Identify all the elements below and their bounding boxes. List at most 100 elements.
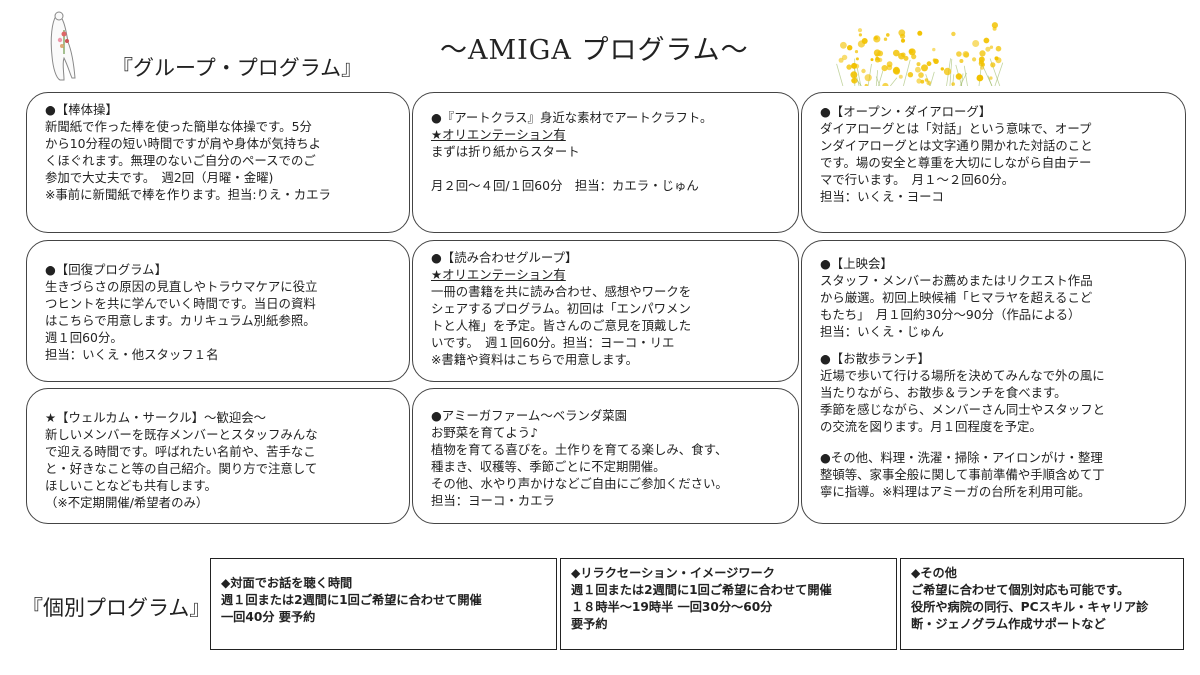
flower-dot [898, 52, 905, 60]
flower-dot [850, 71, 858, 79]
flower-dot [858, 33, 862, 37]
card-heading: ●【上映会】 [820, 256, 893, 271]
flower-dot [881, 65, 888, 72]
flower-dot [917, 30, 923, 36]
flower-stem [994, 62, 1004, 86]
flower-stem [929, 71, 935, 86]
flower-stem [889, 77, 898, 86]
individual-program-label: 『個別プログラム』 [22, 596, 211, 620]
flower-dot [994, 56, 999, 61]
card-joei-sanpo: ●【上映会】 スタッフ・メンバーお薦めまたはリクエスト作品 から厳選。初回上映候… [801, 240, 1186, 524]
flower-dot [877, 50, 884, 57]
card-body-other: ●その他、料理・洗濯・掃除・アイロンがけ・整理 整頓等、家事全般に関して事前準備… [820, 450, 1105, 499]
card-body: まずは折り紙からスタート 月２回～４回/１回60分 担当：カエラ・じゅん [431, 144, 699, 193]
flower-dot [861, 68, 866, 74]
flower-dot [959, 59, 964, 63]
flower-dot [854, 50, 859, 54]
card-heading: ●【オープン・ダイアローグ】 [820, 104, 992, 119]
card-bou-taiso: ●【棒体操】 新聞紙で作った棒を使った簡単な体操です。5分 から10分程の短い時… [26, 92, 410, 233]
flower-dot [926, 80, 931, 86]
flower-dot [840, 41, 847, 49]
flower-dot [892, 66, 900, 74]
card-heading: ●【回復プログラム】 [45, 262, 167, 277]
flower-dot [864, 83, 868, 86]
box-text: ◆対面でお話を聴く時間 週１回または2週間に1回ご希望に合わせて開催 一回40分… [221, 576, 482, 624]
group-program-label: 『グループ・プログラム』 [112, 56, 363, 80]
card-orientation-note: ★オリエンテーション有 [431, 267, 566, 282]
flower-stem [836, 63, 844, 86]
card-orientation-note: ★オリエンテーション有 [431, 127, 566, 142]
flower-dot [851, 62, 858, 69]
flower-dot [883, 37, 888, 41]
flower-dot [943, 67, 952, 76]
flower-dot [951, 31, 956, 37]
card-heading-sanpo: ●【お散歩ランチ】 [820, 351, 930, 366]
flower-dot [981, 62, 985, 67]
card-kaifuku-program: ●【回復プログラム】 生きづらさの原因の見直しやトラウマケアに役立 つヒントを共… [26, 240, 410, 382]
flower-dot [908, 48, 916, 56]
flower-dot [855, 57, 859, 61]
card-heading: ●『アートクラス』身近な素材でアートクラフト。 [431, 110, 713, 125]
flower-dot [847, 45, 853, 51]
flower-stem [963, 65, 968, 86]
card-yomiawase-group: ●【読み合わせグループ】 ★オリエンテーション有 一冊の書籍を共に読み合わせ、感… [412, 240, 799, 382]
flower-dot [898, 29, 906, 37]
flower-dot [851, 78, 856, 83]
flower-dot [898, 74, 903, 79]
flower-dot [962, 51, 969, 58]
flower-dot [841, 54, 848, 61]
flower-dot [972, 40, 980, 47]
card-body: お野菜を育てよう♪ 植物を育てる喜びを。土作りを育てる楽しみ、食す、 種まき、収… [431, 425, 728, 508]
mimosa-flowers-illustration [836, 22, 1004, 86]
flower-dot [916, 62, 921, 67]
flower-dot [857, 28, 863, 33]
flower-dot [921, 64, 928, 72]
flower-dot [874, 36, 878, 40]
flower-dot [932, 47, 936, 52]
flower-dot [903, 55, 909, 61]
flower-dot [911, 54, 917, 60]
flower-stem [878, 70, 884, 86]
box-relaxation: ◆リラクセーション・イメージワーク 週１回または2週間に1回ご希望に合わせて開催… [560, 558, 897, 650]
flower-stem [903, 59, 911, 86]
flower-stem [875, 70, 878, 86]
flower-dot [886, 61, 893, 68]
card-welcome-circle: ★【ウェルカム・サークル】～歓迎会～ 新しいメンバーを既存メンバーとスタッフみん… [26, 388, 410, 524]
box-taimen: ◆対面でお話を聴く時間 週１回または2週間に1回ご希望に合わせて開催 一回40分… [210, 558, 557, 650]
card-heading: ●アミーガファーム～ベランダ菜園 [431, 408, 628, 423]
flower-dot [932, 58, 937, 62]
flower-dot [864, 74, 872, 82]
flower-dot [972, 57, 977, 62]
card-amiga-farm: ●アミーガファーム～ベランダ菜園 お野菜を育てよう♪ 植物を育てる喜びを。土作り… [412, 388, 799, 524]
card-art-class: ●『アートクラス』身近な素材でアートクラフト。 ★オリエンテーション有 まずは折… [412, 92, 799, 233]
flower-dot [838, 57, 844, 63]
flower-dot [870, 58, 874, 62]
flower-dot [920, 79, 925, 84]
flower-dot [990, 62, 996, 68]
flower-dot [916, 78, 922, 84]
flower-dot [989, 76, 993, 80]
flower-dot [991, 22, 998, 29]
page-title: ～AMIGA プログラム～ [440, 35, 749, 66]
box-text: ◆その他 ご希望に合わせて個別対応も可能です。 役所や病院の同行、PCスキル・キ… [911, 566, 1149, 631]
card-body: 生きづらさの原因の見直しやトラウマケアに役立 つヒントを共に学んでいく時間です。… [45, 279, 318, 362]
flower-dot [985, 46, 991, 52]
flower-dot [955, 73, 963, 80]
card-body: 新聞紙で作った棒を使った簡単な体操です。5分 から10分程の短い時間ですが肩や身… [45, 119, 331, 202]
flower-dot [995, 45, 1002, 52]
flower-dot [882, 82, 889, 86]
card-body-sanpo: 近場で歩いて行ける場所を決めてみんなで外の風に 当たりながら、お散歩＆ランチを食… [820, 368, 1105, 434]
flower-dot [926, 61, 932, 67]
flower-dot [989, 45, 994, 49]
flower-dot [915, 66, 921, 73]
bear-flower-illustration [50, 11, 76, 81]
flower-stem [856, 68, 862, 86]
flower-stem [987, 75, 993, 86]
flower-dot [900, 38, 906, 43]
flower-dot [924, 78, 929, 82]
flower-dot [857, 40, 865, 48]
card-heading: ●【棒体操】 [45, 102, 118, 117]
card-open-dialogue: ●【オープン・ダイアローグ】 ダイアローグとは「対話」という意味で、オープ ンダ… [801, 92, 1186, 233]
box-other: ◆その他 ご希望に合わせて個別対応も可能です。 役所や病院の同行、PCスキル・キ… [900, 558, 1184, 650]
flower-dot [976, 74, 984, 82]
